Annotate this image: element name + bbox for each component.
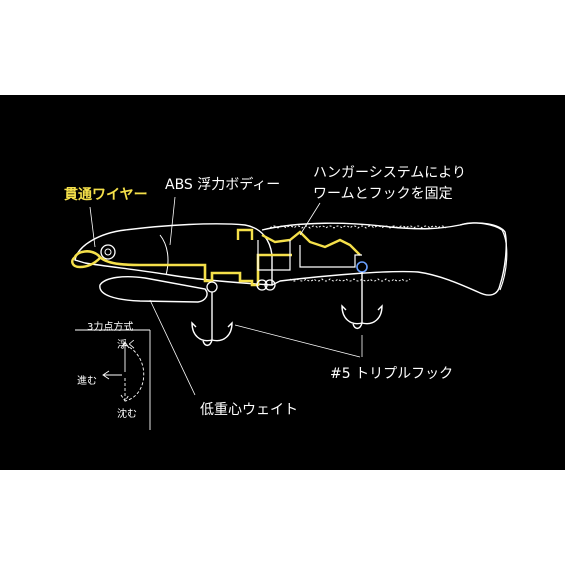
split-ring-front [206, 281, 218, 293]
rear-treble-hook [341, 272, 383, 330]
front-treble-hook [191, 292, 233, 347]
weight-label: 低重心ウェイト [200, 402, 298, 418]
eye-pupil [104, 248, 112, 256]
arrow-left [102, 370, 122, 380]
hanger-system [236, 228, 361, 256]
leader-weight [149, 299, 196, 396]
worm-body [261, 222, 507, 296]
weight-shape [99, 276, 208, 303]
lure-diagram [71, 196, 508, 430]
leader-hanger [299, 202, 321, 236]
tail-fin [459, 222, 508, 291]
eye [100, 244, 116, 260]
abs-body-outline [74, 223, 273, 286]
legend-advance: 進む [77, 376, 97, 387]
three-point-legend [75, 329, 151, 430]
treble-hook-label: #5 トリプルフック [330, 366, 454, 382]
split-ring-rear [356, 261, 368, 273]
diagram-panel: 貫通ワイヤー ABS 浮力ボディー ハンガーシステムにより ワームとフックを固定… [0, 95, 565, 470]
wire-loop [71, 256, 101, 269]
hanger-frame [257, 240, 362, 271]
hanger-label-line2: ワームとフックを固定 [313, 186, 453, 202]
leader-hook-front [234, 324, 361, 358]
gill-line [159, 234, 169, 276]
through-wire [73, 250, 292, 287]
split-ring-mid-1 [256, 279, 268, 291]
hanger-label-line1: ハンガーシステムにより [313, 165, 467, 181]
worm-ribs [269, 225, 447, 229]
split-ring-mid-2 [264, 279, 276, 291]
legend-sink: 沈む [117, 409, 137, 420]
abs-body-label: ABS 浮力ボディー [165, 177, 281, 193]
legend-float: 浮く [117, 340, 137, 351]
wire-label: 貫通ワイヤー [64, 187, 148, 203]
legend-title: 3力点方式 [87, 322, 134, 333]
arrow-down [120, 378, 130, 402]
worm-ribs-bottom [289, 278, 411, 282]
arc-dashed [124, 344, 145, 402]
leader-abs [169, 196, 176, 246]
leader-wire [89, 206, 96, 248]
